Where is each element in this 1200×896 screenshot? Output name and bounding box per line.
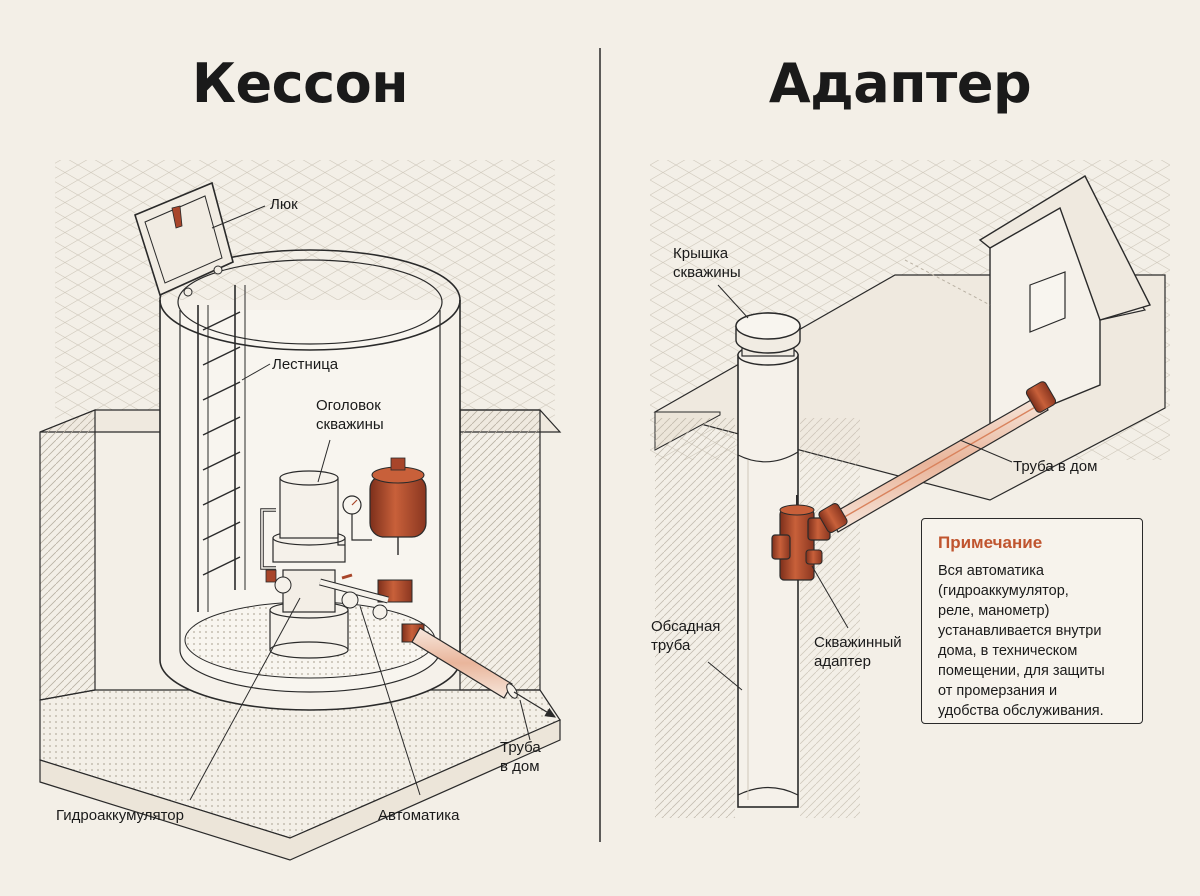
adapter-diagram <box>650 160 1170 818</box>
label-well-adapter: Скважинный адаптер <box>814 634 902 670</box>
label-wellhead: Оголовок скважины <box>316 397 384 433</box>
label-hatch: Люк <box>270 196 298 213</box>
ladder <box>197 285 246 612</box>
label-automation: Автоматика <box>378 807 460 824</box>
label-pipe-home-left: Труба в дом <box>500 739 541 775</box>
casing-pipe <box>735 312 801 808</box>
house <box>978 175 1152 432</box>
note-body: Вся автоматика (гидроаккумулятор, реле, … <box>938 563 1105 719</box>
pipe-to-house <box>818 381 1057 533</box>
well-adapter <box>771 495 831 581</box>
automation <box>319 573 557 718</box>
title-adapter: Адаптер <box>768 52 1032 115</box>
label-accumulator: Гидроаккумулятор <box>56 807 184 824</box>
note-box: Примечание Вся автоматика (гидроаккумуля… <box>921 518 1143 724</box>
caisson-diagram <box>39 160 562 861</box>
wellhead <box>260 470 349 659</box>
accumulator-tank <box>337 457 427 555</box>
label-ladder: Лестница <box>272 356 339 373</box>
label-pipe-home-right: Труба в дом <box>1013 458 1098 475</box>
label-well-cap: Крышка скважины <box>673 245 741 281</box>
title-caisson: Кессон <box>191 52 409 115</box>
label-casing-pipe: Обсадная труба <box>651 618 721 654</box>
note-title: Примечание <box>938 533 1043 552</box>
